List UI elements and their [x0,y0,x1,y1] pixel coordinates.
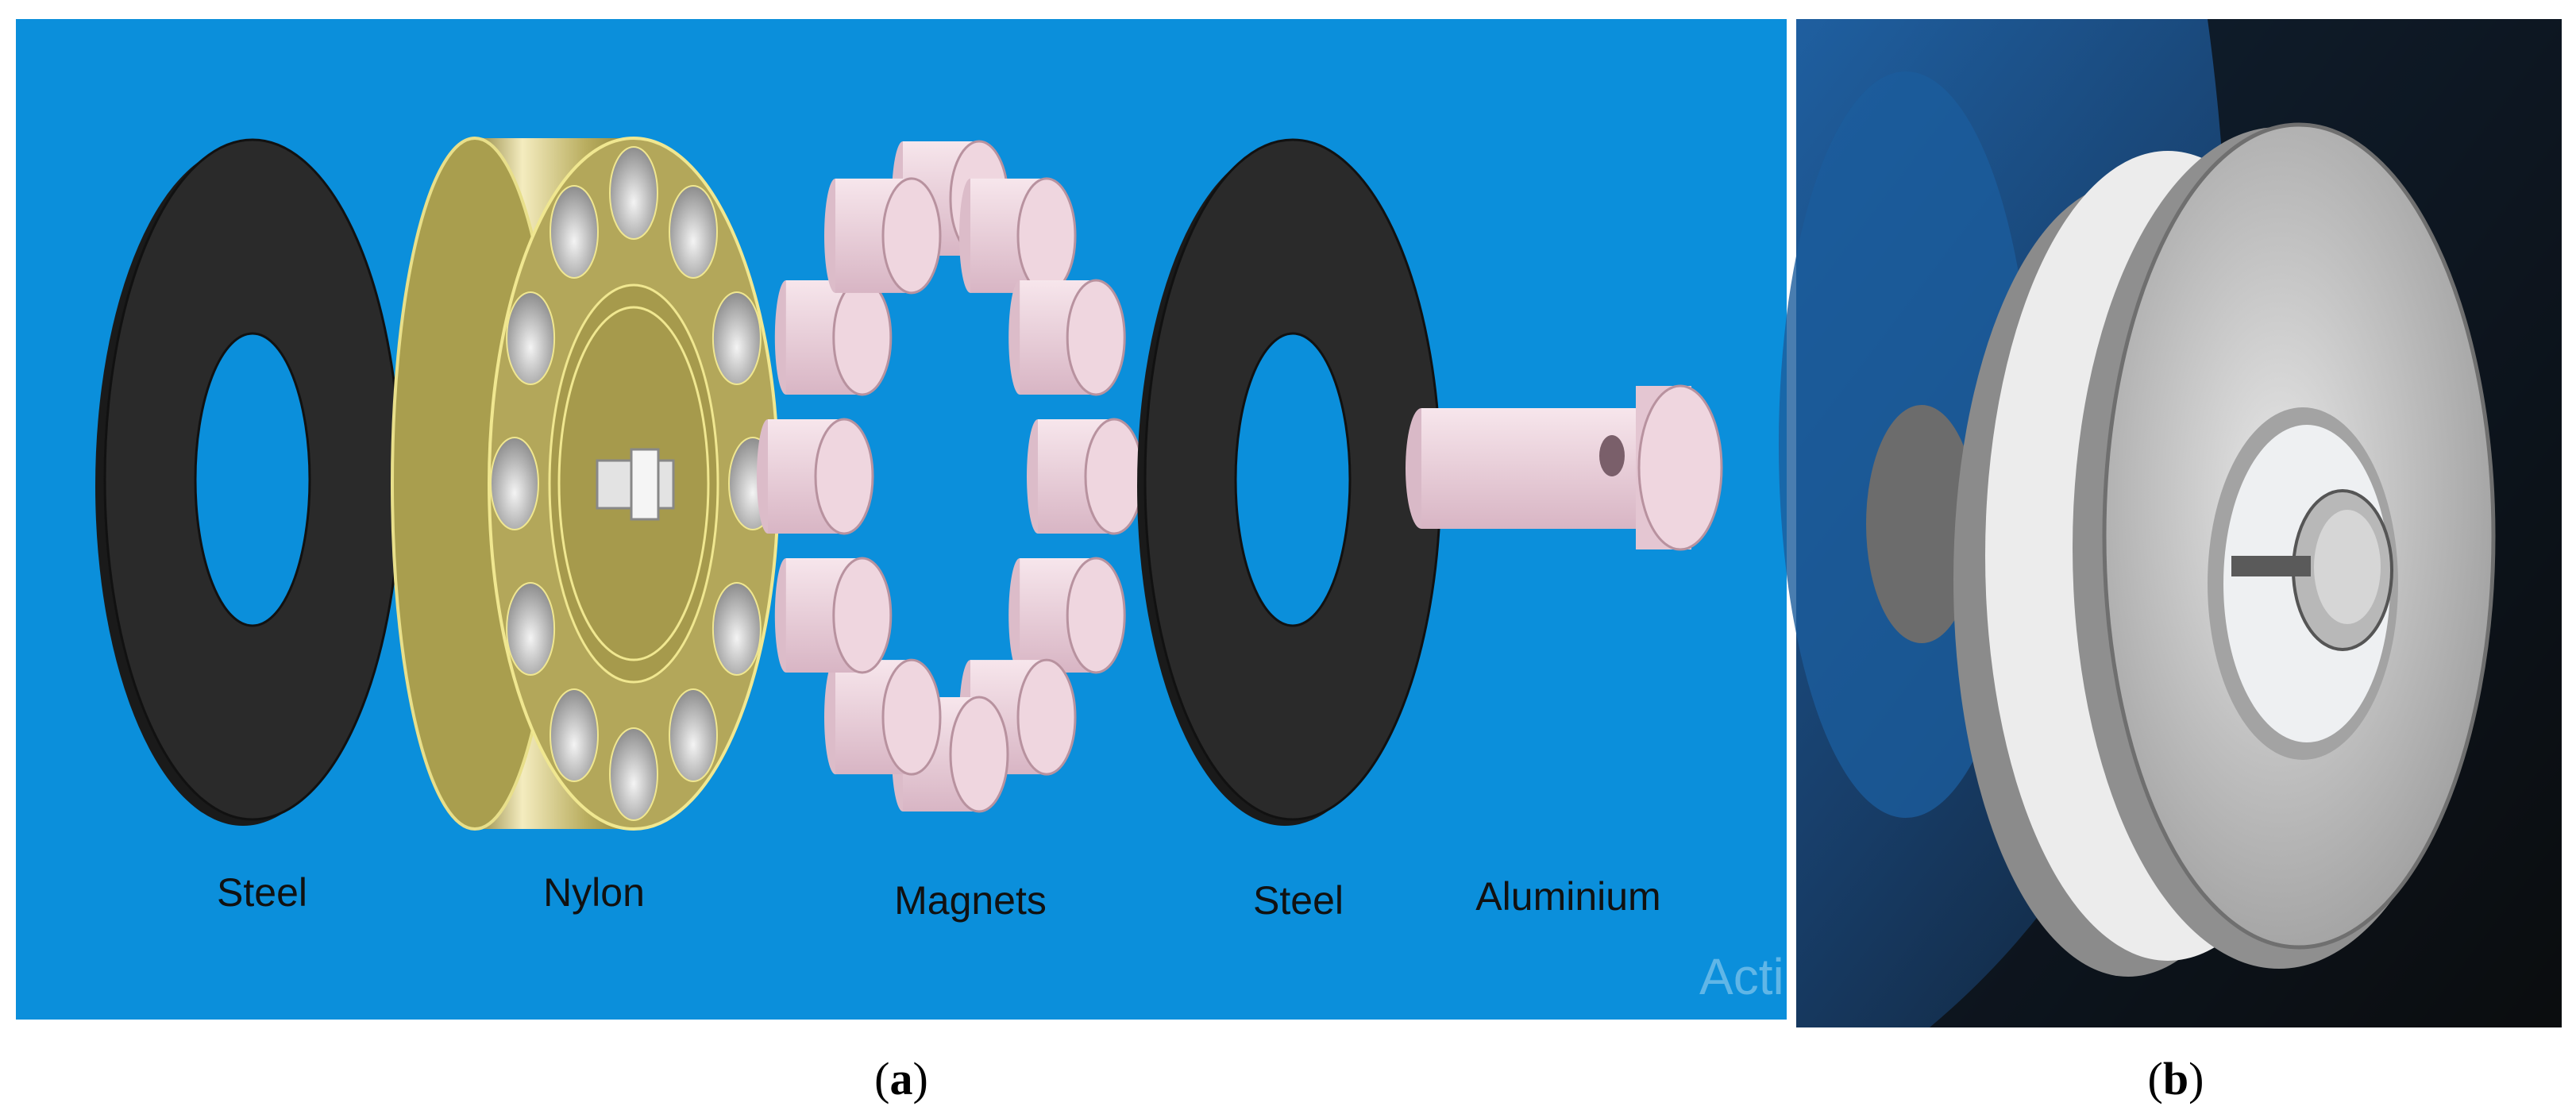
photo-wheel [1866,122,2496,977]
magnet-cylinder [757,418,874,535]
label-magnets: Magnets [894,878,1047,923]
magnet-cylinder [774,557,893,674]
nylon-hole [506,291,556,385]
nylon-holes [490,146,777,821]
nylon-magnet-holder [391,137,780,831]
magnet-cylinder [774,279,893,396]
label-steel-left: Steel [217,870,307,915]
label-nylon: Nylon [543,870,645,915]
nylon-hole [550,688,599,782]
nylon-hole [609,727,658,821]
nylon-hole [506,582,556,676]
panel-b [1779,19,2562,1027]
caption-a: (a) [874,1053,928,1105]
caption-b: (b) [2148,1053,2204,1105]
panel-a: Steel Nylon Magnets Steel Aluminium Acti [16,19,1787,1020]
watermark-text: Acti [1699,948,1784,1005]
magnet-cylinder [1027,418,1144,535]
magnet-cylinder [959,177,1077,295]
magnet-cylinder [1008,557,1126,674]
nylon-hole [711,291,762,385]
steel-washer-left [95,138,402,826]
nylon-hub [596,448,675,521]
nylon-hole [669,185,718,279]
magnet-cylinder [1008,279,1126,396]
magnets-ring [757,140,1144,813]
nylon-hole [711,582,762,676]
aluminium-shaft [1406,384,1723,551]
steel-washer-right [1137,138,1442,826]
magnet-cylinder [824,658,942,776]
label-aluminium: Aluminium [1475,874,1660,919]
nylon-hole [669,688,718,782]
label-steel-right: Steel [1253,878,1344,923]
magnet-cylinder [824,177,942,295]
nylon-hole [550,185,599,279]
nylon-hole [609,146,658,240]
nylon-hole [490,437,539,530]
